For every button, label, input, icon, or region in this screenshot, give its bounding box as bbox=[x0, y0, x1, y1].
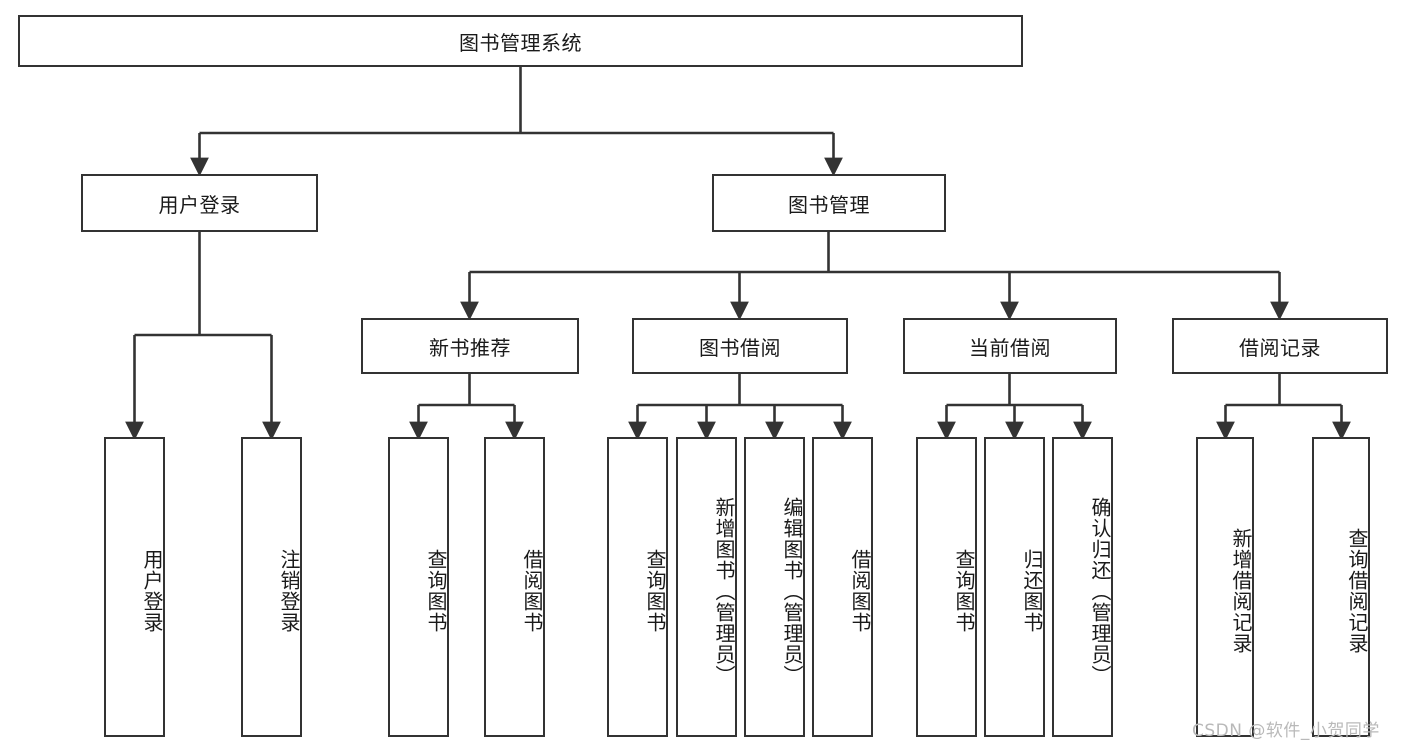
leaf-query-borrow-record[interactable]: 查询借阅记录 bbox=[1312, 437, 1370, 737]
node-user-login-label: 用户登录 bbox=[158, 192, 241, 217]
leaf-label: 注销登录 bbox=[277, 549, 301, 633]
leaf-label: 新增图书（管理员） bbox=[712, 496, 736, 686]
node-current-borrow[interactable]: 当前借阅 bbox=[903, 318, 1117, 374]
leaf-borrow-book[interactable]: 借阅图书 bbox=[812, 437, 873, 737]
leaf-query-book-current[interactable]: 查询图书 bbox=[916, 437, 977, 737]
leaf-label: 查询借阅记录 bbox=[1345, 528, 1369, 654]
leaf-logout[interactable]: 注销登录 bbox=[241, 437, 302, 737]
leaf-label: 查询图书 bbox=[952, 549, 976, 633]
leaf-label: 编辑图书（管理员） bbox=[780, 496, 804, 686]
leaf-label: 用户登录 bbox=[140, 549, 164, 633]
node-borrow-record-label: 借阅记录 bbox=[1239, 335, 1321, 360]
leaf-add-book-admin[interactable]: 新增图书（管理员） bbox=[676, 437, 737, 737]
leaf-label: 确认归还（管理员） bbox=[1088, 496, 1112, 686]
leaf-label: 查询图书 bbox=[424, 549, 448, 633]
node-root-label: 图书管理系统 bbox=[459, 30, 582, 55]
leaf-edit-book-admin[interactable]: 编辑图书（管理员） bbox=[744, 437, 805, 737]
leaf-label: 归还图书 bbox=[1020, 549, 1044, 633]
node-new-book-recommend[interactable]: 新书推荐 bbox=[361, 318, 579, 374]
leaf-user-login[interactable]: 用户登录 bbox=[104, 437, 165, 737]
node-book-manage-label: 图书管理 bbox=[788, 192, 870, 217]
leaf-confirm-return-admin[interactable]: 确认归还（管理员） bbox=[1052, 437, 1113, 737]
leaf-query-book-newbook[interactable]: 查询图书 bbox=[388, 437, 449, 737]
node-user-login[interactable]: 用户登录 bbox=[81, 174, 318, 232]
leaf-label: 查询图书 bbox=[643, 549, 667, 633]
leaf-query-book-borrow[interactable]: 查询图书 bbox=[607, 437, 668, 737]
leaf-return-book[interactable]: 归还图书 bbox=[984, 437, 1045, 737]
leaf-label: 借阅图书 bbox=[848, 549, 872, 633]
leaf-add-borrow-record[interactable]: 新增借阅记录 bbox=[1196, 437, 1254, 737]
node-current-borrow-label: 当前借阅 bbox=[969, 335, 1051, 360]
node-book-borrow-label: 图书借阅 bbox=[699, 335, 781, 360]
node-root[interactable]: 图书管理系统 bbox=[18, 15, 1023, 67]
leaf-borrow-book-newbook[interactable]: 借阅图书 bbox=[484, 437, 545, 737]
watermark: CSDN @软件_小贺同学 bbox=[1192, 721, 1380, 741]
node-book-manage[interactable]: 图书管理 bbox=[712, 174, 946, 232]
leaf-label: 借阅图书 bbox=[520, 549, 544, 633]
node-new-book-recommend-label: 新书推荐 bbox=[429, 335, 511, 360]
node-book-borrow[interactable]: 图书借阅 bbox=[632, 318, 848, 374]
node-borrow-record[interactable]: 借阅记录 bbox=[1172, 318, 1388, 374]
leaf-label: 新增借阅记录 bbox=[1229, 528, 1253, 654]
